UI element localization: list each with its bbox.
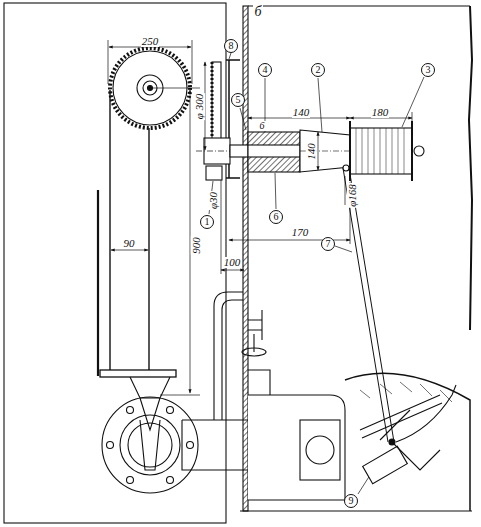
dimension-label: 900 [191,236,202,255]
dimension-label: б [253,5,262,19]
dimension-label: 140 [306,142,317,161]
dimension-label: φ30 [209,190,220,209]
dimension-label: 250 [141,36,160,47]
callout-number: 7 [321,237,335,251]
front-view [4,3,226,523]
callout-number: 6 [269,210,283,224]
callout-number: 1 [200,215,214,229]
callout-number: 2 [311,63,325,77]
dimension-label: 100 [223,257,242,268]
dimension-label: 170 [291,227,310,238]
callout-number: 5 [231,93,245,107]
dimension-label: φ168 [347,183,358,208]
dimension-label: φ 300 [195,92,206,119]
side-view [182,6,472,511]
dimension-label: 90 [123,238,136,249]
dimension-label: 180 [371,107,390,118]
callout-number: 8 [224,39,238,53]
callout-number: 4 [258,63,272,77]
callout-number: 3 [421,63,435,77]
dimension-label: 6 [259,121,266,131]
dimension-label: 140 [292,107,311,118]
callout-number: 9 [344,494,358,508]
